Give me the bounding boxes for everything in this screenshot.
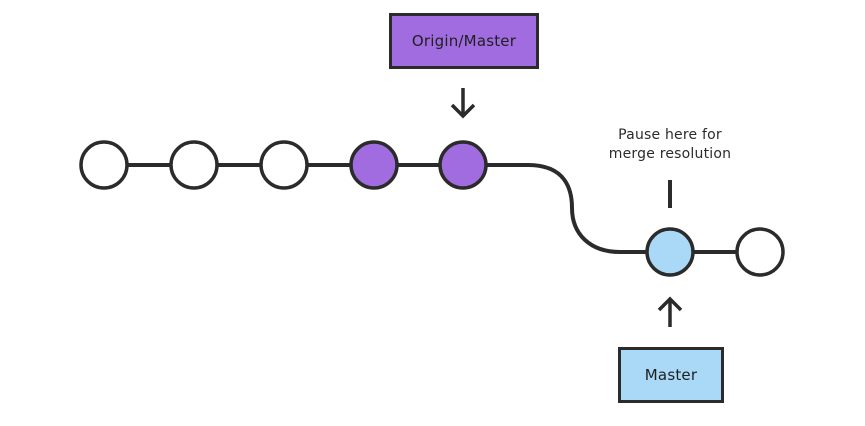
pause-note: Pause here for merge resolution [585, 126, 755, 164]
pause-note-line2: merge resolution [608, 146, 732, 162]
commit-node [79, 140, 129, 190]
commit-node [438, 140, 488, 190]
origin-arrow [450, 88, 476, 119]
commit-node [645, 227, 695, 277]
commit-node [349, 140, 399, 190]
origin-master-label: Origin/Master [389, 13, 539, 69]
master-arrow [657, 296, 683, 327]
pause-note-line1: Pause here for [618, 127, 722, 143]
commit-node [735, 227, 785, 277]
commit-node [169, 140, 219, 190]
origin-master-text: Origin/Master [411, 32, 517, 50]
commit-node [259, 140, 309, 190]
master-text: Master [644, 366, 698, 384]
branch-curve [487, 163, 760, 254]
master-label: Master [618, 347, 724, 403]
